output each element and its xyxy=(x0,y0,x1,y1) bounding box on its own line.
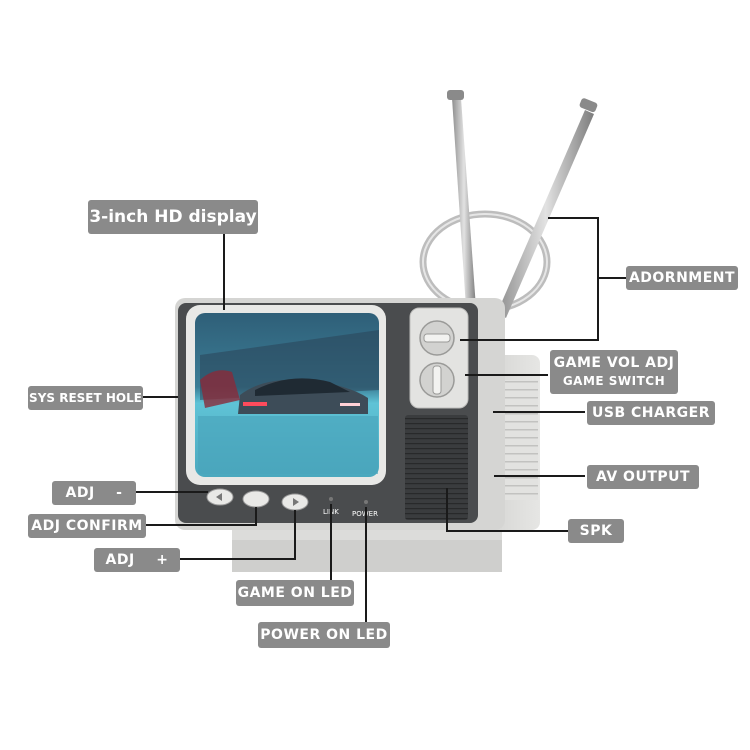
label-display: 3-inch HD display xyxy=(88,200,258,234)
label-adornment: ADORNMENT xyxy=(626,266,738,290)
label-game-vol-switch: GAME VOL ADJ GAME SWITCH xyxy=(550,350,678,394)
label-game-vol-adj: GAME VOL ADJ xyxy=(553,355,675,371)
leader-adj-confirm xyxy=(146,507,257,526)
label-usb-charger: USB CHARGER xyxy=(587,401,715,425)
label-game-on-led: GAME ON LED xyxy=(236,580,354,606)
side-fins xyxy=(500,380,538,500)
speaker-grille xyxy=(405,415,468,520)
volume-knob[interactable] xyxy=(419,320,455,356)
label-sys-reset-hole: SYS RESET HOLE xyxy=(28,386,143,410)
leader-spk xyxy=(446,488,568,532)
label-adj-confirm: ADJ CONFIRM xyxy=(28,514,146,538)
game-on-led xyxy=(329,497,333,501)
game-switch-knob[interactable] xyxy=(419,362,455,398)
leader-adj-plus xyxy=(180,510,296,560)
label-adj-minus: ADJ - xyxy=(52,481,136,505)
power-on-led xyxy=(364,500,368,504)
label-adj-plus: ADJ + xyxy=(94,548,180,572)
label-spk: SPK xyxy=(568,519,624,543)
adj-minus-button[interactable] xyxy=(206,488,234,506)
screen-car-image xyxy=(198,330,379,474)
adj-confirm-button[interactable] xyxy=(242,490,270,508)
label-game-switch: GAME SWITCH xyxy=(562,374,666,388)
antenna xyxy=(419,90,598,318)
label-power-on-led: POWER ON LED xyxy=(258,622,390,648)
adj-plus-button[interactable] xyxy=(281,493,309,511)
label-av-output: AV OUTPUT xyxy=(587,465,699,489)
leader-lines xyxy=(135,217,628,622)
